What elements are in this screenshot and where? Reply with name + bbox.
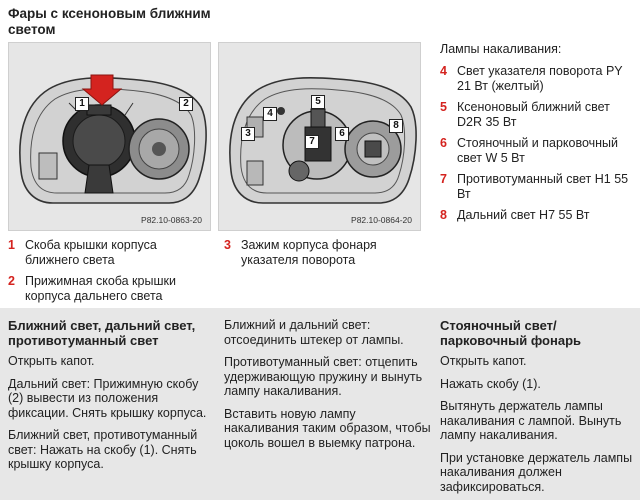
instruction-paragraph: Открыть капот. [8,354,95,368]
caption-item: 2 Прижимная скоба крышки корпуса дальнег… [8,274,213,304]
lamp-item: 7 Противотуманный свет H1 55 Вт [440,172,636,202]
instruction-paragraph: Нажать скобу (1). [440,376,541,391]
instruction-paragraph: Дальний свет: Прижимную скобу (2) вывест… [8,376,207,420]
figure-code: P82.10-0863-20 [141,215,202,225]
instruction-paragraph: Противотуманный свет: отцепить удерживаю… [224,355,423,398]
instructions-column-2: Ближний и дальний свет: отсоединить штек… [224,318,434,458]
caption-number: 3 [224,238,231,252]
callout-badge: 2 [179,97,193,111]
callout-badge: 1 [75,97,89,111]
callout-badge: 5 [311,95,325,109]
lamp-text: Ксеноновый ближний свет D2R 35 Вт [457,100,610,129]
page-title: Фары с ксеноновым ближним светом [8,6,211,37]
caption-text: Зажим корпуса фонаря указателя поворота [241,238,377,267]
figure-code: P82.10-0864-20 [351,215,412,225]
headlamp-covers-drawing [19,74,207,204]
caption-number: 2 [8,274,15,288]
lamp-item: 5 Ксеноновый ближний свет D2R 35 Вт [440,100,636,130]
headlamp-figure-bulbs: 5 4 3 7 6 8 P82.10-0864-20 [218,42,421,231]
instruction-paragraph: Открыть капот. [440,354,527,368]
lamp-number: 4 [440,64,447,78]
lamps-heading: Лампы накаливания: [440,42,562,56]
lamp-number: 6 [440,136,447,150]
lamp-text: Стояночный и парковочный свет W 5 Вт [457,136,619,165]
instruction-paragraph: При установке держатель лампы накаливани… [440,450,633,494]
red-arrow-icon [81,74,123,106]
caption-text: Скоба крышки корпуса ближнего света [25,238,157,267]
lamp-item: 4 Свет указателя поворота PY 21 Вт (желт… [440,64,636,94]
lamp-text: Дальний свет H7 55 Вт [457,208,590,222]
lamp-item: 8 Дальний свет H7 55 Вт [440,208,636,223]
instructions-band [0,308,640,500]
callout-badge: 7 [305,135,319,149]
callout-badge: 6 [335,127,349,141]
instruction-paragraph: Ближний свет, противотуманный свет: Нажа… [8,428,198,471]
lamp-text: Свет указателя поворота PY 21 Вт (желтый… [457,64,623,93]
instructions-column-1: Ближний свет, дальний свет, противотуман… [8,318,213,480]
caption-item: 3 Зажим корпуса фонаря указателя поворот… [224,238,424,268]
caption-item: 1 Скоба крышки корпуса ближнего света [8,238,213,268]
lamp-number: 8 [440,208,447,222]
column-heading: Ближний свет, дальний свет, противотуман… [8,318,196,348]
instruction-paragraph: Вытянуть держатель лампы накаливания с л… [440,399,622,442]
lamp-number: 5 [440,100,447,114]
lamp-item: 6 Стояночный и парковочный свет W 5 Вт [440,136,636,166]
caption-text: Прижимная скоба крышки корпуса дальнего … [25,274,176,303]
callout-badge: 8 [389,119,403,133]
instruction-paragraph: Вставить новую лампу накаливания таким о… [224,406,431,450]
headlamp-figure-covers: 1 2 P82.10-0863-20 [8,42,211,231]
callout-badge: 4 [263,107,277,121]
column-heading: Стояночный свет/ парковочный фонарь [440,318,582,348]
callout-badge: 3 [241,127,255,141]
caption-number: 1 [8,238,15,252]
instruction-paragraph: Ближний и дальний свет: отсоединить штек… [224,318,404,347]
instructions-column-3: Стояночный свет/ парковочный фонарь Откр… [440,318,636,500]
lamp-number: 7 [440,172,447,186]
lamp-text: Противотуманный свет H1 55 Вт [457,172,629,201]
